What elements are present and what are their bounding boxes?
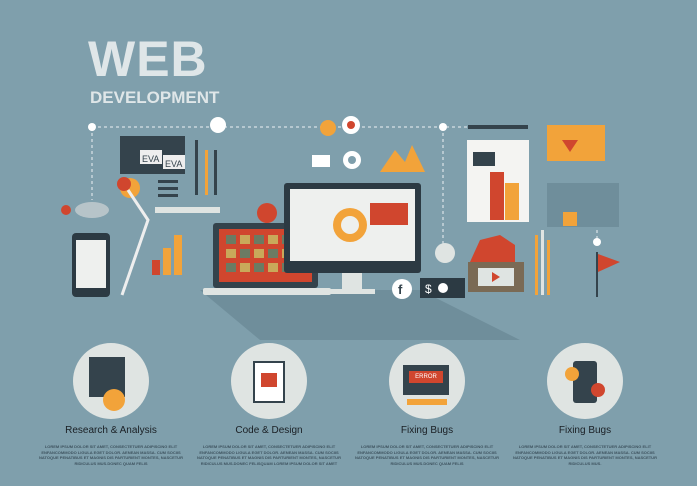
section-title: Fixing Bugs — [400, 425, 454, 436]
desktop-monitor — [284, 183, 421, 294]
pen-icon — [468, 125, 528, 129]
code-editor-window: EVA EVA — [120, 136, 185, 174]
svg-text:f: f — [398, 282, 403, 297]
section-title: Fixing Bugs — [558, 425, 612, 436]
bug-fix-icon: ERROR — [389, 343, 465, 419]
target-icon — [320, 120, 336, 136]
tablet — [72, 233, 110, 297]
lock-icon — [563, 212, 577, 226]
flag-icon — [596, 252, 620, 297]
alert-icon — [210, 117, 226, 133]
page-subtitle: DEVELOPMENT — [90, 88, 220, 107]
web-development-illustration: EVA EVA f $ — [61, 116, 620, 340]
document-report — [467, 140, 529, 222]
money-bill-icon: $ — [420, 278, 465, 298]
folder-icon — [547, 125, 605, 161]
section-code-design: Code & Design Lorem ipsum dolor sit amet… — [184, 343, 354, 466]
gear-icon — [257, 203, 277, 223]
page-title: WEB — [88, 31, 208, 87]
desk-lamp — [120, 189, 150, 296]
calendar-panel — [547, 183, 619, 227]
svg-text:EVA: EVA — [165, 159, 182, 169]
color-palette — [468, 235, 524, 292]
research-icon — [73, 343, 149, 419]
pens — [195, 140, 217, 195]
section-title: Code & Design — [235, 425, 303, 436]
code-design-icon — [231, 343, 307, 419]
section-description: Lorem ipsum dolor sit amet, consectetuer… — [39, 444, 183, 466]
section-title: Research & Analysis — [65, 425, 157, 436]
section-research: Research & Analysis Lorem ipsum dolor si… — [26, 343, 196, 466]
pencils — [535, 230, 550, 295]
section-fixing-bugs-2: Fixing Bugs Lorem ipsum dolor sit amet, … — [500, 343, 670, 466]
section-description: Lorem ipsum dolor sit amet, consectetuer… — [355, 444, 499, 466]
facebook-icon: f — [392, 279, 412, 299]
thumbs-up-icon — [312, 155, 330, 167]
svg-text:EVA: EVA — [142, 154, 159, 164]
section-fixing-bugs: ERROR Fixing Bugs Lorem ipsum dolor sit … — [342, 343, 512, 466]
gears-icon — [547, 343, 623, 419]
svg-text:$: $ — [425, 282, 432, 296]
mountains-icon — [380, 145, 425, 172]
gear-icon — [435, 243, 455, 263]
section-description: Lorem ipsum dolor sit amet, consectetuer… — [197, 444, 341, 466]
section-description: Lorem ipsum dolor sit amet, consectetuer… — [513, 444, 657, 466]
gear-icon — [343, 151, 361, 169]
bar-chart-icon — [152, 235, 182, 275]
